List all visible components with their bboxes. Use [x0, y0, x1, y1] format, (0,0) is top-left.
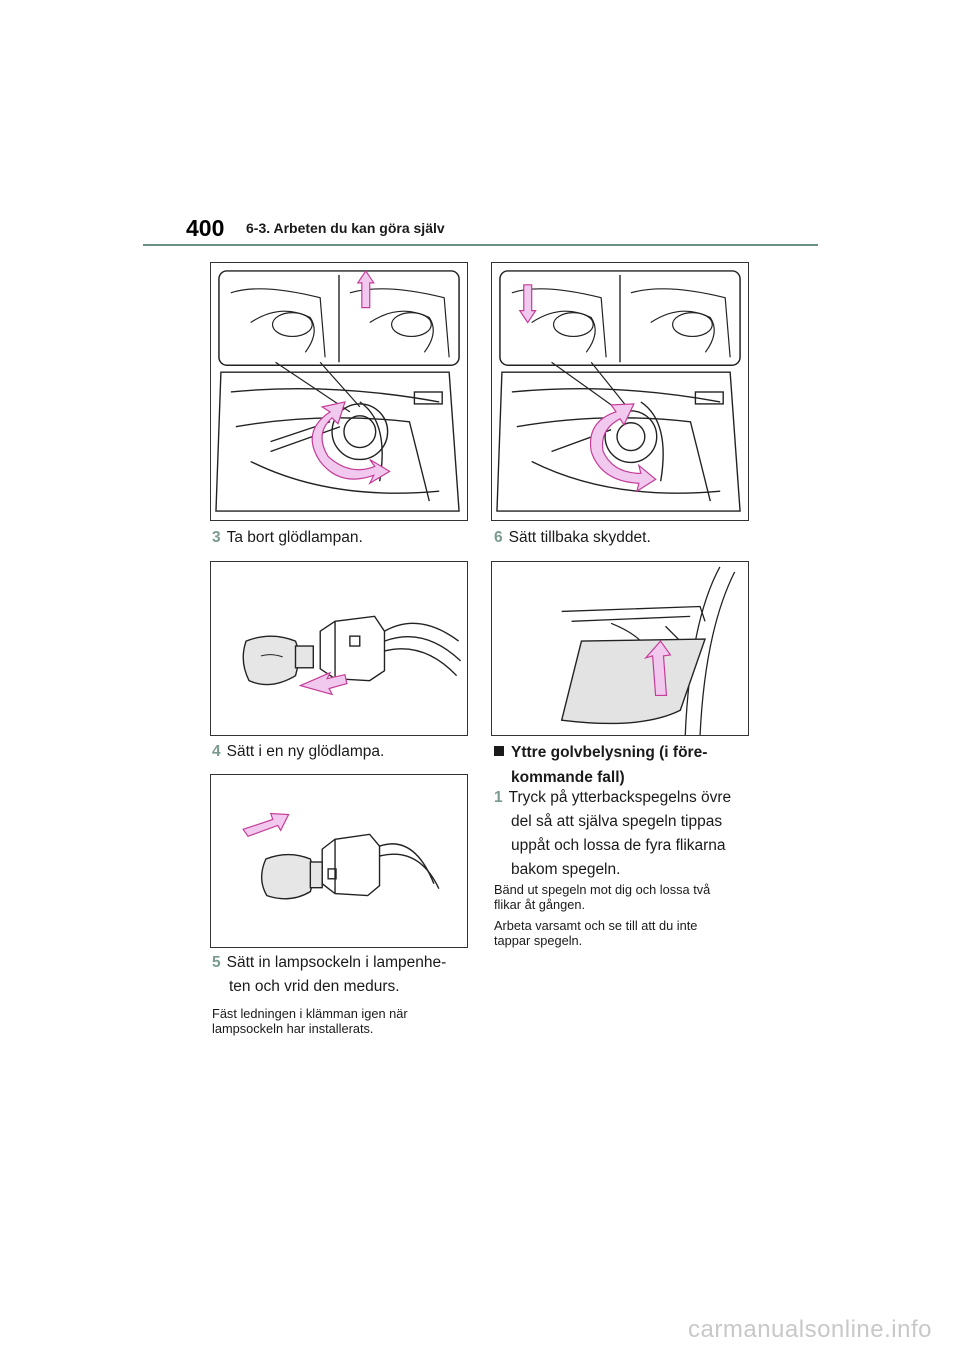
watermark: carmanualsonline.info — [688, 1316, 932, 1343]
step-text: Sätt in lampsockeln i lampenhe- — [226, 954, 447, 971]
down-arrow-icon — [518, 284, 537, 324]
left-arrow-icon — [298, 671, 348, 696]
header-rule — [143, 244, 818, 246]
note-line: lampsockeln har installerats. — [212, 1021, 374, 1036]
step-number: 1 — [494, 789, 503, 806]
illustration-mirror-tilt — [560, 566, 736, 735]
illustration-headlamp-rotate-cw — [496, 270, 741, 512]
section-heading: Yttre golvbelysning (i före- kommande fa… — [494, 740, 707, 790]
note-careful: Arbeta varsamt och se till att du inte t… — [494, 918, 697, 948]
step-3: 3 Ta bort glödlampan. — [212, 526, 363, 550]
step-5: 5 Sätt in lampsockeln i lampenhe- ten och… — [212, 951, 446, 999]
note-line: Fäst ledningen i klämman igen när — [212, 1006, 408, 1021]
illustration-headlamp-rotate-ccw — [215, 269, 460, 512]
step-text: Sätt tillbaka skyddet. — [508, 529, 651, 546]
figure-remove-bulb — [210, 561, 468, 736]
step-6: 6 Sätt tillbaka skyddet. — [494, 526, 651, 550]
right-arrow-icon — [242, 812, 290, 837]
note-line: flikar åt gången. — [494, 897, 586, 912]
step-number: 3 — [212, 529, 221, 546]
step-text: Sätt i en ny glödlampa. — [226, 743, 385, 760]
section-title: 6-3. Arbeten du kan göra själv — [246, 220, 445, 236]
bullet-square-icon — [494, 745, 504, 756]
figure-mirror — [491, 561, 749, 736]
page-number: 400 — [186, 215, 225, 241]
note-wiring: Fäst ledningen i klämman igen när lampso… — [212, 1006, 408, 1036]
step-number: 5 — [212, 954, 221, 971]
up-arrow-icon — [356, 269, 375, 309]
up-arrow-icon — [643, 640, 672, 697]
step-4: 4 Sätt i en ny glödlampa. — [212, 740, 384, 764]
heading-line: Yttre golvbelysning (i före- — [511, 744, 708, 761]
step-text: bakom spegeln. — [511, 861, 621, 878]
heading-line: kommande fall) — [511, 769, 625, 786]
step-text: Ta bort glödlampan. — [226, 529, 363, 546]
figure-insert-bulb — [210, 774, 468, 948]
step-text: del så att själva spegeln tippas — [511, 813, 723, 830]
step-text: uppåt och lossa de fyra flikarna — [511, 837, 726, 854]
step-text: ten och vrid den medurs. — [229, 978, 400, 995]
figure-reinstall-socket — [491, 262, 749, 521]
step-number: 6 — [494, 529, 503, 546]
note-line: tappar spegeln. — [494, 933, 583, 948]
illustration-bulb-in — [242, 812, 440, 900]
note-line: Arbeta varsamt och se till att du inte — [494, 918, 698, 933]
figure-remove-socket — [210, 262, 468, 521]
rotate-arrow-icon — [311, 401, 391, 485]
note-pry: Bänd ut spegeln mot dig och lossa två fl… — [494, 882, 710, 912]
rotate-arrow-icon — [589, 403, 657, 493]
note-line: Bänd ut spegeln mot dig och lossa två — [494, 882, 711, 897]
step-number: 4 — [212, 743, 221, 760]
step-text: Tryck på ytterbackspegelns övre — [508, 789, 732, 806]
illustration-bulb-out — [242, 615, 462, 696]
step-1: 1 Tryck på ytterbackspegelns övre del så … — [494, 786, 731, 882]
